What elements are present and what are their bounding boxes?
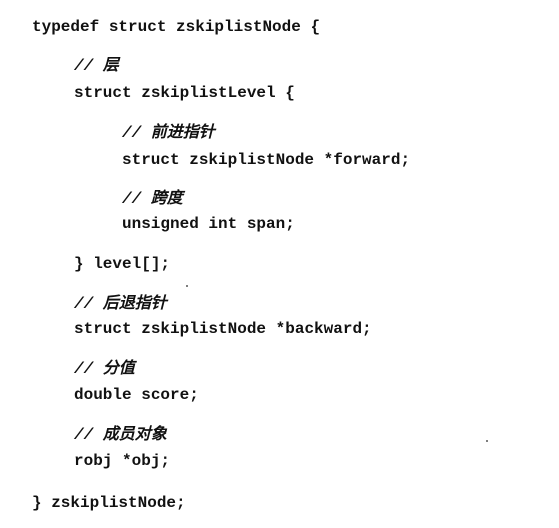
comment-span: // 跨度 (122, 190, 183, 208)
level-struct-line: struct zskiplistLevel { (74, 84, 295, 102)
comment-forward: // 前进指针 (122, 124, 215, 142)
level-array-close-line: } level[]; (74, 255, 171, 273)
struct-close-line: } zskiplistNode; (32, 494, 186, 512)
comment-score: // 分值 (74, 360, 135, 378)
obj-field-line: robj *obj; (74, 452, 171, 470)
comment-obj: // 成员对象 (74, 426, 167, 444)
span-field-line: unsigned int span; (122, 215, 295, 233)
comment-backward: // 后退指针 (74, 295, 167, 313)
struct-open-line: typedef struct zskiplistNode { (32, 18, 321, 36)
scan-speck (486, 440, 488, 442)
forward-field-line: struct zskiplistNode *forward; (122, 151, 411, 169)
backward-field-line: struct zskiplistNode *backward; (74, 320, 372, 338)
score-field-line: double score; (74, 386, 199, 404)
comment-level: // 层 (74, 57, 119, 75)
scan-speck (186, 285, 188, 287)
